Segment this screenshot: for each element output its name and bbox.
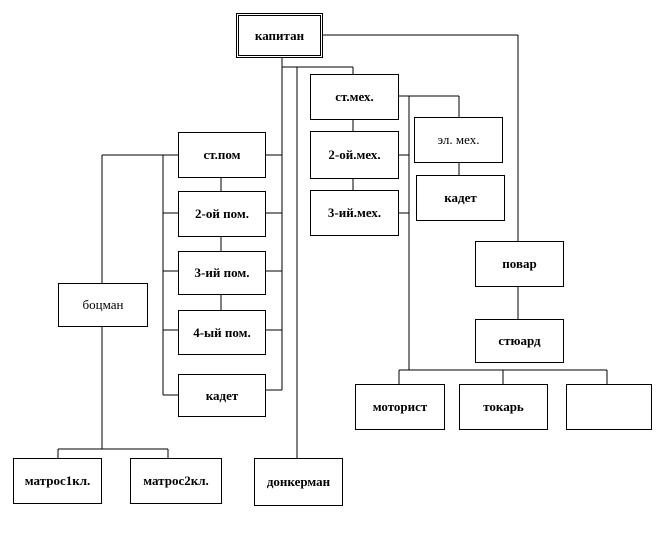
- fourth-officer-label: 4-ый пом.: [193, 324, 251, 340]
- empty-position-box: [566, 384, 652, 430]
- sailor-2nd-class-label: матрос2кл.: [143, 473, 209, 488]
- chief-officer-box: ст.пом: [178, 132, 266, 178]
- third-engineer-label: 3-ий.мех.: [327, 205, 382, 220]
- second-officer-box: 2-ой пом.: [178, 191, 266, 237]
- motorman-label: моторист: [372, 399, 428, 414]
- captain-box: капитан: [236, 13, 323, 58]
- cook-box: повар: [475, 241, 564, 287]
- sailor-1st-class-label: матрос1кл.: [24, 473, 91, 488]
- engine-cadet-box: кадет: [416, 175, 505, 221]
- sailor-1st-class-box: матрос1кл.: [13, 458, 102, 504]
- steward-box: стюард: [475, 319, 564, 363]
- donkeyman-box: донкерман: [254, 458, 343, 506]
- third-officer-label: 3-ий пом.: [194, 265, 250, 280]
- turner-label: токарь: [483, 399, 524, 414]
- second-engineer-box: 2-ой.мех.: [310, 131, 399, 179]
- motorman-box: моторист: [355, 384, 445, 430]
- second-engineer-label: 2-ой.мех.: [328, 147, 381, 162]
- steward-label: стюард: [498, 333, 541, 348]
- sailor-2nd-class-box: матрос2кл.: [130, 458, 222, 504]
- chief-officer-label: ст.пом: [203, 147, 241, 162]
- third-engineer-box: 3-ий.мех.: [310, 190, 399, 236]
- chief-engineer-box: ст.мех.: [310, 74, 399, 120]
- fourth-officer-box: 4-ый пом.: [178, 310, 266, 355]
- second-officer-label: 2-ой пом.: [195, 206, 249, 221]
- captain-label: капитан: [254, 27, 305, 43]
- donkeyman-label: донкерман: [266, 474, 331, 489]
- engine-cadet-label: кадет: [444, 190, 477, 205]
- boatswain-box: боцман: [58, 283, 148, 327]
- boatswain-label: боцман: [82, 297, 124, 312]
- turner-box: токарь: [459, 384, 548, 430]
- third-officer-box: 3-ий пом.: [178, 251, 266, 295]
- deck-cadet-box: кадет: [178, 374, 266, 417]
- deck-cadet-label: кадет: [205, 387, 239, 403]
- cook-label: повар: [502, 256, 537, 271]
- electrical-engineer-label: эл. мех.: [437, 132, 480, 147]
- chief-engineer-label: ст.мех.: [335, 89, 374, 104]
- electrical-engineer-box: эл. мех.: [414, 117, 503, 163]
